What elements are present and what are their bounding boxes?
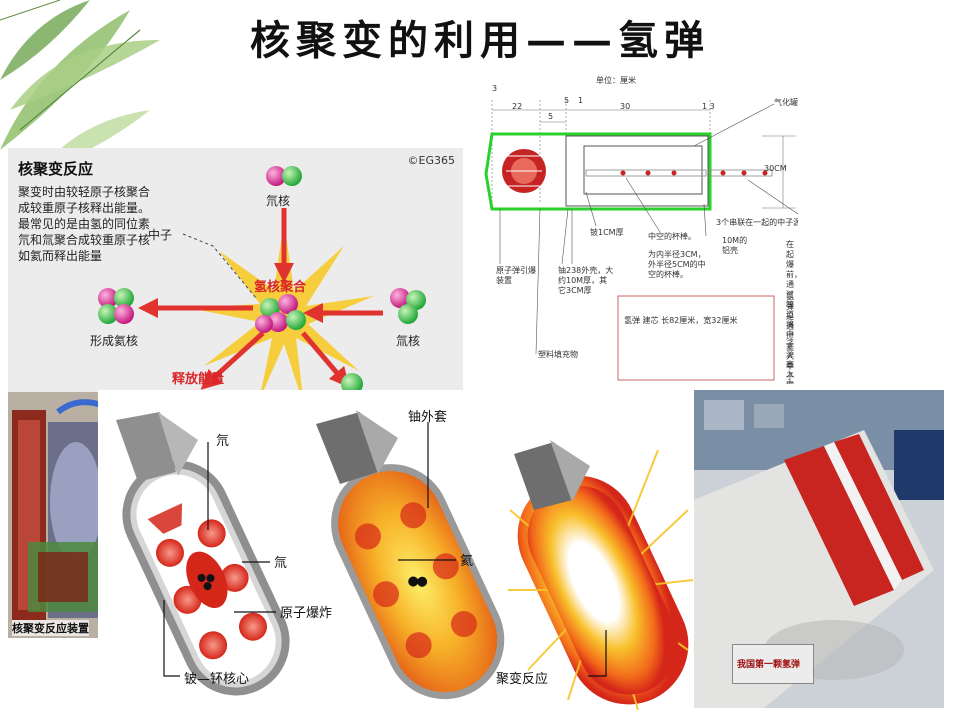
label-gasifier: 气化罐	[774, 98, 798, 108]
blueprint-drawing	[478, 74, 798, 384]
unit-label: 单位：厘米	[596, 76, 636, 86]
spec-text: 氢弹 建芯 长82厘米，宽32厘米	[624, 316, 737, 326]
dim-1: 1	[578, 96, 583, 106]
label-energy-release: 释放能量	[172, 368, 224, 387]
fusion-diagram-title: 核聚变反应	[18, 158, 93, 179]
dim-30cm: 30CM	[764, 164, 787, 174]
copyright-mark: ©EG365	[408, 154, 455, 167]
label-atomic-blast: 原子爆炸	[280, 602, 332, 621]
hydrogen-bomb-blueprint: 单位：厘米 3 22 5 1 30 1 3 5 30CM 气化罐 3个串联在一起…	[478, 74, 798, 384]
label-fusion-reaction: 聚变反应	[496, 668, 548, 687]
label-core: 铍—钚核心	[184, 668, 249, 687]
dim-3: 3	[492, 84, 497, 94]
label-deuterium: 氘核	[266, 192, 290, 209]
museum-sign: 我国第一颗氢弹	[732, 644, 814, 684]
label-hollow-tube: 中空的杯棒。	[648, 232, 696, 242]
dim-22: 22	[512, 102, 522, 112]
label-wall: 10M的铝壳	[722, 236, 752, 256]
dim-13: 1 3	[702, 102, 715, 112]
label-helium-formed: 形成氦核	[90, 332, 138, 349]
bomb-stages-diagram: 氘 氚 原子爆炸 铍—钚核心 铀外套 氦 聚变反应	[98, 390, 694, 715]
label-casing: 铀外套	[408, 406, 447, 425]
note-control: 氢弹是通过塞入中子源的个数来控制核爆炸的当量。	[786, 292, 798, 384]
dim-5a: 5	[564, 96, 569, 106]
label-filler: 塑料填充物	[538, 350, 578, 360]
reactor-caption: 核聚变反应装置	[12, 620, 89, 636]
bomb-stage-2	[316, 449, 519, 714]
dim-30: 30	[620, 102, 630, 112]
label-helium-stage: 氦	[460, 550, 473, 569]
fusion-reaction-diagram: 核聚变反应 ©EG365 聚变时由较轻原子核聚合成较重原子核释出能量。最常见的是…	[8, 148, 463, 392]
slide-title: 核聚变的利用——氢弹	[0, 8, 960, 66]
label-trigger: 原子弹引爆装置	[496, 266, 542, 286]
label-tritium: 氚核	[396, 332, 420, 349]
label-inner-outer: 为内半径3CM，外半径5CM的中空的杯棒。	[648, 250, 708, 280]
label-neutron: 中子	[148, 226, 172, 243]
bomb-stages-illustration	[98, 390, 694, 715]
reactor-illustration	[8, 392, 108, 638]
dim-5b: 5	[548, 112, 553, 122]
fusion-reactor-photo	[8, 392, 108, 638]
label-neutron-source: 3个串联在一起的中子源	[716, 218, 798, 228]
label-tritium-stage: 氘	[216, 430, 229, 449]
fusion-description: 聚变时由较轻原子核聚合成较重原子核释出能量。最常见的是由氢的同位素氘和氚聚合成较…	[18, 184, 160, 264]
label-hydrogen-fusion: 氢核聚合	[254, 276, 306, 295]
label-deuterium-stage: 氚	[274, 552, 287, 571]
label-u238: 铀238外壳，大约10M厚，其它3CM厚	[558, 266, 614, 296]
label-beryllium: 铍1CM厚	[590, 228, 624, 238]
